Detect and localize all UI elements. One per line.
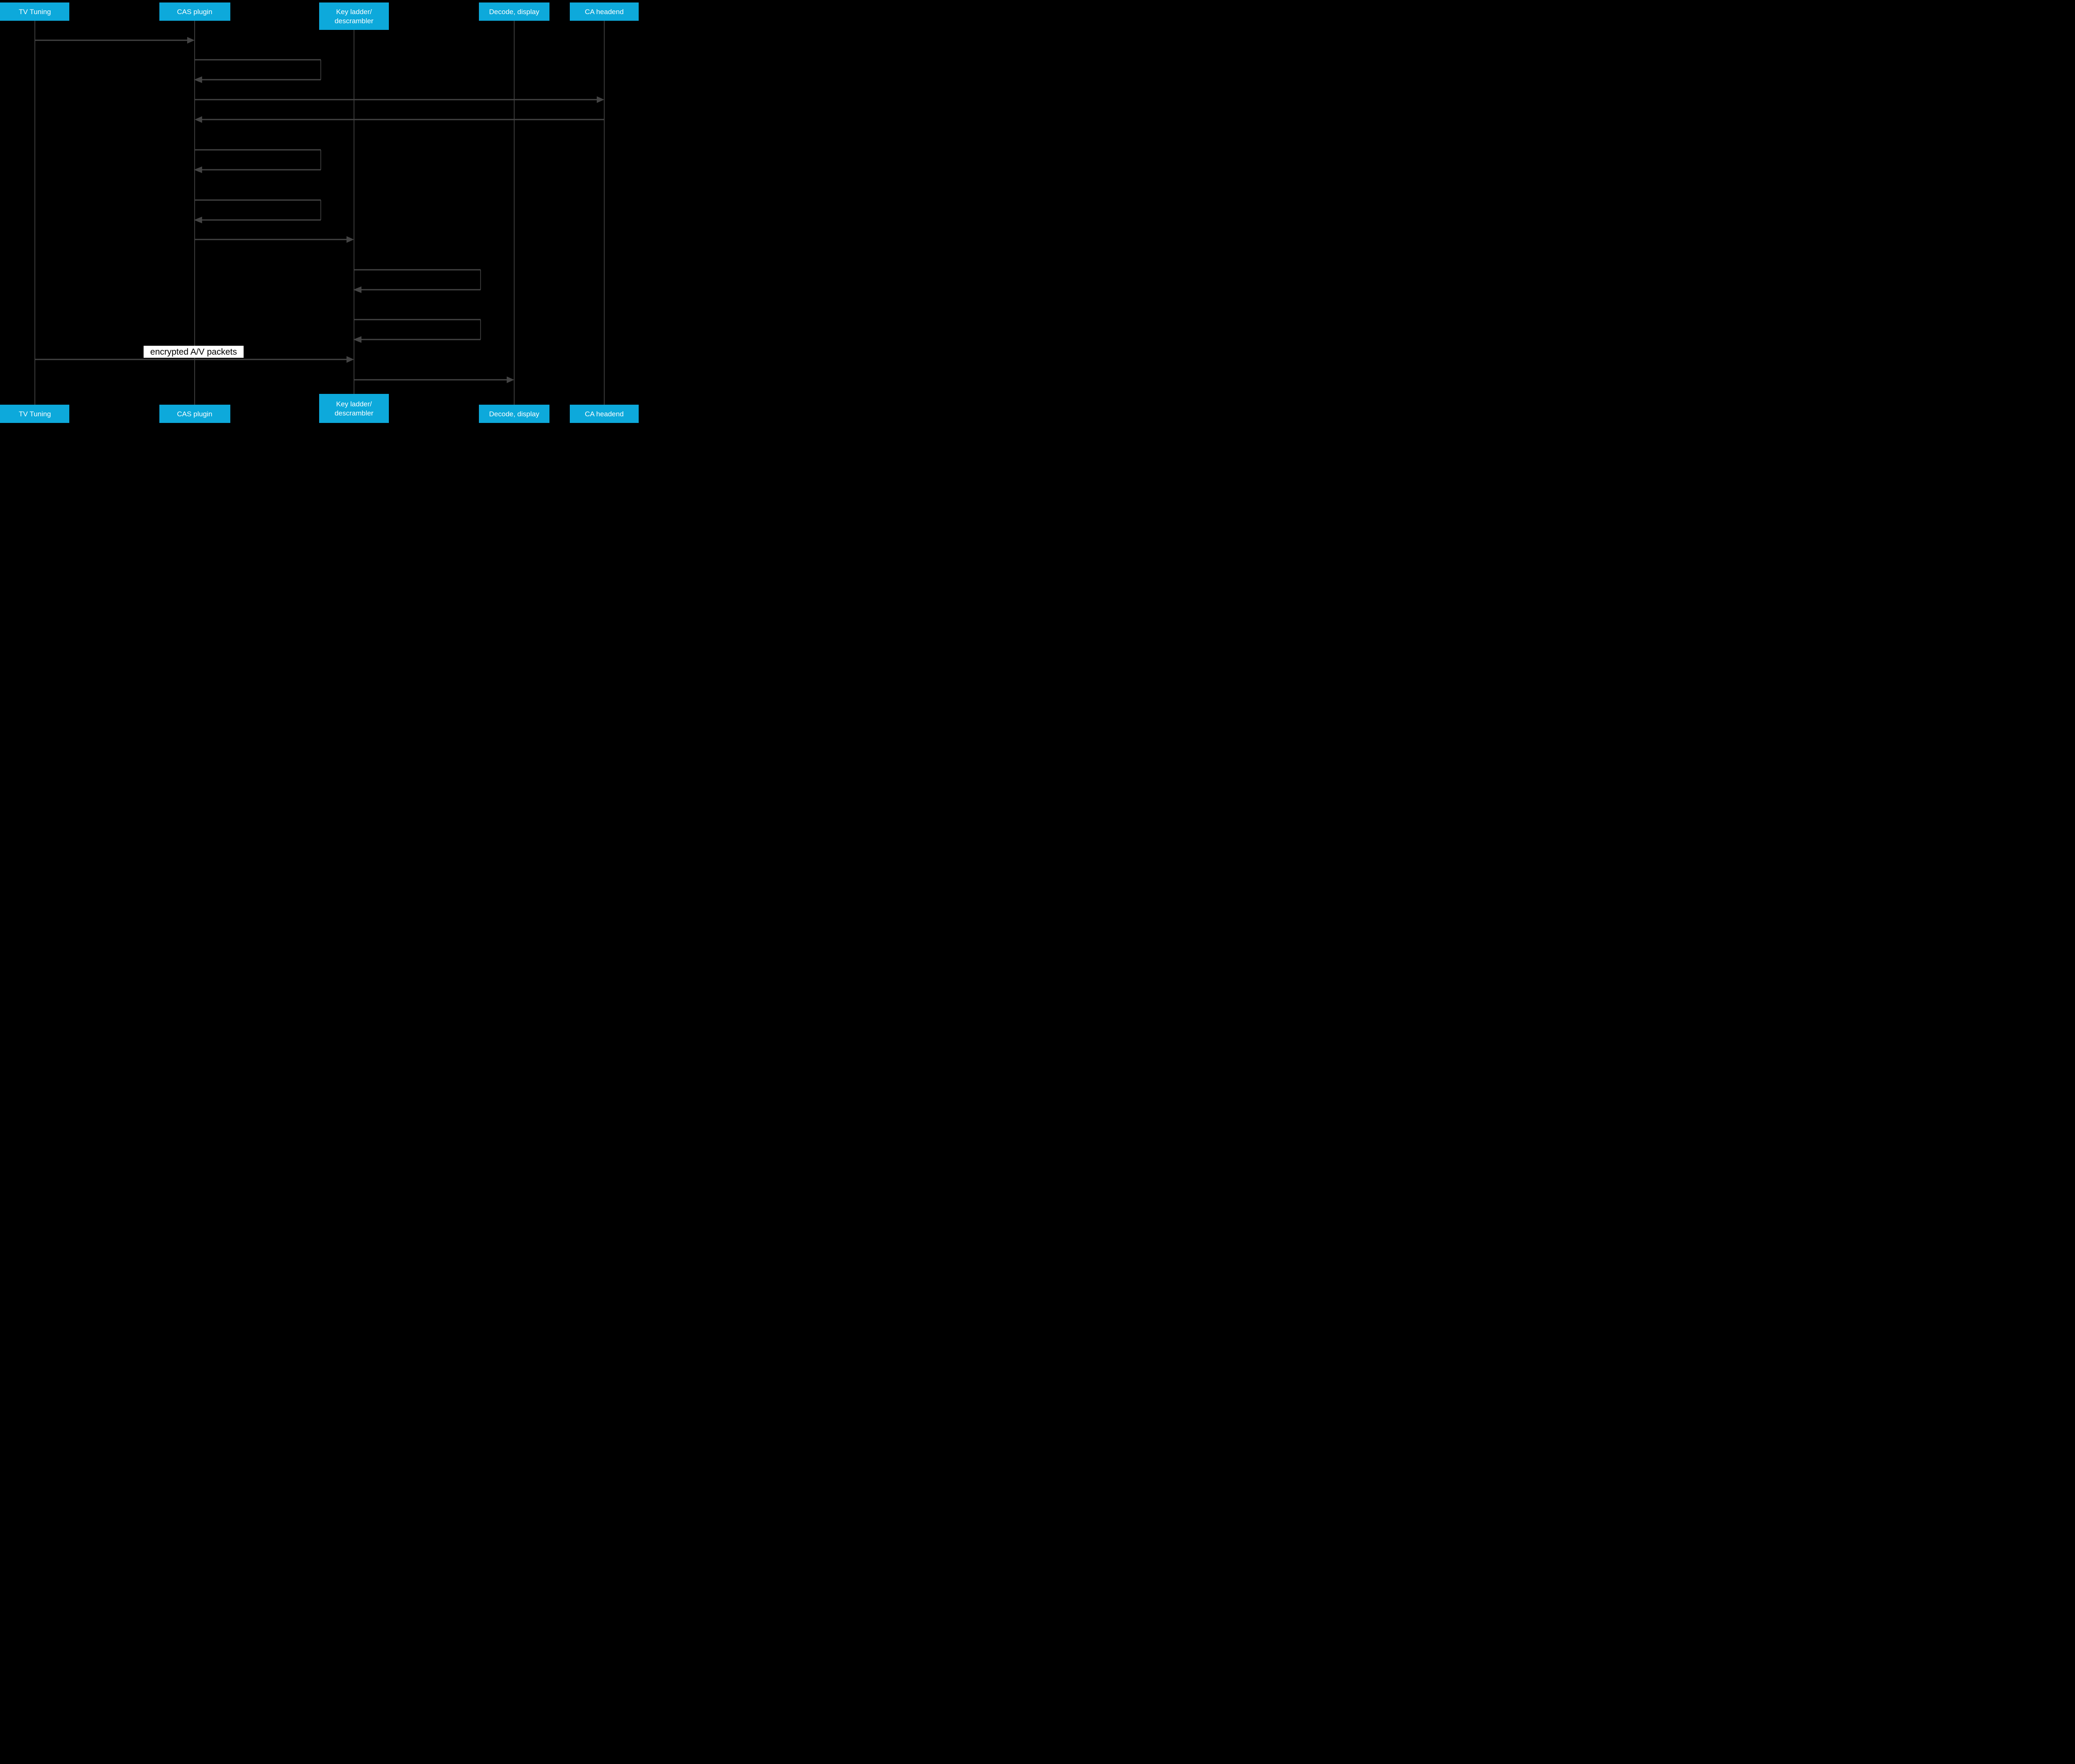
actor-bottom-tv-tuning: TV Tuning <box>0 405 69 423</box>
actor-label-bottom-decode-display: Decode, display <box>489 410 540 418</box>
message-tv-to-keyladder: encrypted A/V packets <box>35 346 354 363</box>
self-message-keyladder-2 <box>353 319 481 343</box>
message-keyladder-to-decode <box>354 376 514 383</box>
actor-box-top-ca-headend <box>570 2 639 21</box>
actor-box-bottom-key-ladder <box>319 394 389 423</box>
arrowhead-icon <box>347 356 354 363</box>
arrowhead-icon <box>347 236 354 243</box>
actor-label-top-decode-display: Decode, display <box>489 8 540 16</box>
message-headend-to-cas <box>195 116 604 123</box>
actor-label-bottom-key-ladder: Key ladder/descrambler <box>334 400 374 417</box>
actor-box-top-decode-display <box>479 2 549 21</box>
message-cas-to-headend <box>195 96 604 103</box>
actor-label-bottom-cas-plugin: CAS plugin <box>177 410 212 418</box>
actor-label-bottom-ca-headend: CA headend <box>585 410 624 418</box>
actor-box-bottom-tv-tuning <box>0 405 69 423</box>
actor-bottom-decode-display: Decode, display <box>479 405 549 423</box>
arrowhead-icon <box>507 376 514 383</box>
message-label-background <box>144 346 244 358</box>
actor-box-bottom-decode-display <box>479 405 549 423</box>
actor-box-bottom-ca-headend <box>570 405 639 423</box>
self-message-cas-1 <box>194 59 321 83</box>
actor-label-top-cas-plugin: CAS plugin <box>177 8 212 16</box>
actor-bottom-ca-headend: CA headend <box>570 405 639 423</box>
message-tv-to-cas <box>35 37 195 44</box>
actor-top-cas-plugin: CAS plugin <box>159 2 230 21</box>
arrowhead-icon <box>597 96 604 103</box>
actor-label-top-tv-tuning: TV Tuning <box>19 8 51 16</box>
arrowhead-icon <box>353 336 361 343</box>
arrowhead-icon <box>194 166 202 173</box>
self-message-cas-2 <box>194 149 321 173</box>
actor-top-key-ladder: Key ladder/descrambler <box>319 2 389 30</box>
arrowhead-icon <box>187 37 195 44</box>
message-cas-to-keyladder <box>195 236 354 243</box>
arrowhead-icon <box>195 116 202 123</box>
message-label: encrypted A/V packets <box>150 347 237 357</box>
self-message-keyladder-1 <box>353 269 481 293</box>
actor-top-decode-display: Decode, display <box>479 2 549 21</box>
actor-top-tv-tuning: TV Tuning <box>0 2 69 21</box>
actor-box-top-key-ladder <box>319 2 389 30</box>
actor-label-bottom-tv-tuning: TV Tuning <box>19 410 51 418</box>
self-message-cas-3 <box>194 199 321 223</box>
actor-top-ca-headend: CA headend <box>570 2 639 21</box>
actor-bottom-cas-plugin: CAS plugin <box>159 405 230 423</box>
actor-box-top-cas-plugin <box>159 2 230 21</box>
arrowhead-icon <box>194 76 202 83</box>
actor-bottom-key-ladder: Key ladder/descrambler <box>319 394 389 423</box>
actor-box-top-tv-tuning <box>0 2 69 21</box>
arrowhead-icon <box>353 286 361 293</box>
actor-box-bottom-cas-plugin <box>159 405 230 423</box>
actor-label-top-key-ladder: Key ladder/descrambler <box>334 8 374 25</box>
actor-label-top-ca-headend: CA headend <box>585 8 624 16</box>
arrowhead-icon <box>194 217 202 223</box>
